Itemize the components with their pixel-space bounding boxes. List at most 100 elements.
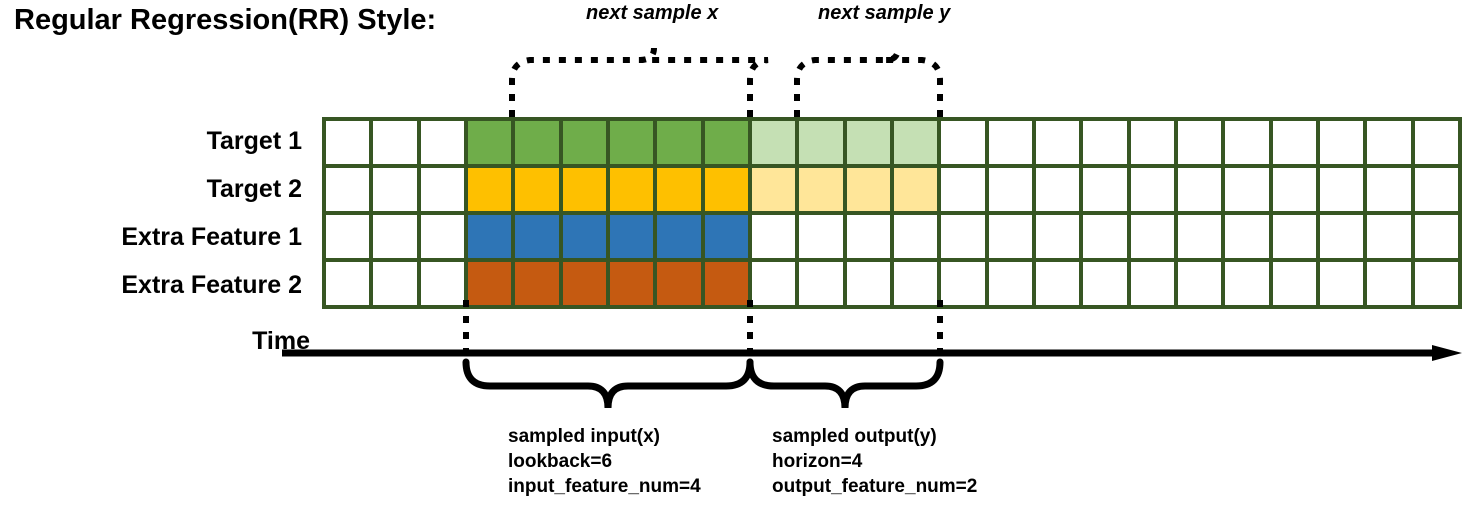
- grid-cell-empty: [420, 168, 464, 211]
- grid-cell-empty: [1130, 121, 1174, 164]
- grid-cell-input: [562, 121, 606, 164]
- caption-output-line3: output_feature_num=2: [772, 476, 978, 497]
- caption-sampled-output: sampled output(y) horizon=4 output_featu…: [772, 424, 977, 499]
- grid-cell-output: [751, 121, 796, 164]
- grid-cell-input: [657, 262, 701, 305]
- annotation-next-sample-x: next sample x: [586, 2, 719, 24]
- bottom-braces: [462, 300, 944, 409]
- page-title: Regular Regression(RR) Style:: [14, 4, 437, 36]
- grid-cell-empty: [1083, 262, 1127, 305]
- grid-cell-empty: [326, 168, 370, 211]
- caption-input-line2: lookback=6: [508, 451, 613, 472]
- grid-cell-output: [751, 168, 796, 211]
- grid-cell-empty: [1035, 262, 1080, 305]
- grid-cell-empty: [1225, 121, 1269, 164]
- grid-cell-input: [657, 215, 701, 258]
- grid-cell-empty: [373, 215, 417, 258]
- grid-cell-empty: [1367, 121, 1411, 164]
- grid-cell-empty: [799, 262, 843, 305]
- timeline-grid: [322, 117, 1462, 309]
- grid-cell-input: [515, 215, 559, 258]
- grid-cell-output: [846, 168, 890, 211]
- grid-cell-empty: [1414, 262, 1458, 305]
- grid-cell-empty: [941, 215, 985, 258]
- grid-cell-input: [704, 168, 748, 211]
- grid-cell-empty: [1083, 121, 1127, 164]
- grid-cell-empty: [1414, 215, 1458, 258]
- grid-cell-empty: [1035, 215, 1080, 258]
- grid-cell-empty: [1225, 168, 1269, 211]
- grid-cell-input: [515, 121, 559, 164]
- grid-cell-input: [657, 121, 701, 164]
- grid-cell-output: [893, 168, 938, 211]
- grid-cell-empty: [1177, 215, 1222, 258]
- grid-cell-empty: [326, 262, 370, 305]
- grid-cell-empty: [1272, 121, 1316, 164]
- grid-cell-input: [467, 215, 512, 258]
- time-axis-arrow: [282, 345, 1462, 361]
- grid-cell-empty: [1367, 215, 1411, 258]
- grid-cell-empty: [1035, 121, 1080, 164]
- grid-cell-empty: [1319, 215, 1364, 258]
- grid-cell-empty: [373, 168, 417, 211]
- caption-output-line1: sampled output(y): [772, 426, 937, 447]
- grid-cell-empty: [988, 262, 1032, 305]
- caption-input-line3: input_feature_num=4: [508, 476, 701, 497]
- grid-cell-empty: [988, 121, 1032, 164]
- caption-input-line1: sampled input(x): [508, 426, 661, 447]
- grid-cell-output: [846, 121, 890, 164]
- grid-cell-empty: [1319, 121, 1364, 164]
- grid-cell-input: [704, 262, 748, 305]
- grid-cell-output: [799, 168, 843, 211]
- grid-cell-empty: [1177, 262, 1222, 305]
- row-label-target-2: Target 2: [206, 174, 302, 203]
- grid-cell-empty: [1272, 215, 1316, 258]
- grid-cell-input: [467, 121, 512, 164]
- grid-cell-empty: [941, 262, 985, 305]
- grid-cell-empty: [1367, 168, 1411, 211]
- grid-cell-empty: [988, 215, 1032, 258]
- row-label-extra-feature-1: Extra Feature 1: [121, 222, 302, 251]
- grid-cell-empty: [373, 262, 417, 305]
- grid-cell-empty: [1414, 121, 1458, 164]
- grid-cell-empty: [1083, 168, 1127, 211]
- row-label-target-1: Target 1: [206, 126, 302, 155]
- grid-cell-empty: [1177, 121, 1222, 164]
- grid-cell-input: [609, 121, 654, 164]
- grid-cell-empty: [893, 262, 938, 305]
- grid-cell-empty: [751, 262, 796, 305]
- grid-cell-empty: [1225, 262, 1269, 305]
- grid-cell-empty: [1177, 168, 1222, 211]
- grid-cell-input: [467, 168, 512, 211]
- grid-cell-empty: [893, 215, 938, 258]
- grid-cell-empty: [373, 121, 417, 164]
- grid-cell-input: [609, 168, 654, 211]
- caption-sampled-input: sampled input(x) lookback=6 input_featur…: [508, 424, 701, 499]
- grid-cell-empty: [846, 262, 890, 305]
- grid-cell-empty: [1272, 168, 1316, 211]
- grid-cell-empty: [1035, 168, 1080, 211]
- grid-cell-empty: [846, 215, 890, 258]
- grid-cell-empty: [1130, 262, 1174, 305]
- grid-cell-empty: [1319, 262, 1364, 305]
- grid-cell-empty: [326, 121, 370, 164]
- grid-cell-empty: [420, 121, 464, 164]
- row-label-extra-feature-2: Extra Feature 2: [121, 270, 302, 299]
- grid-cell-input: [704, 215, 748, 258]
- grid-cell-input: [515, 262, 559, 305]
- annotation-next-sample-y: next sample y: [818, 2, 951, 24]
- grid-cell-input: [562, 215, 606, 258]
- grid-cell-input: [657, 168, 701, 211]
- grid-cell-input: [562, 262, 606, 305]
- grid-cell-empty: [1272, 262, 1316, 305]
- grid-cell-output: [799, 121, 843, 164]
- top-dotted-braces: [509, 47, 943, 117]
- grid-cell-empty: [941, 121, 985, 164]
- grid-cell-input: [467, 262, 512, 305]
- grid-cell-empty: [1319, 168, 1364, 211]
- grid-cell-empty: [941, 168, 985, 211]
- grid-cell-output: [893, 121, 938, 164]
- grid-cell-input: [515, 168, 559, 211]
- grid-cell-input: [609, 262, 654, 305]
